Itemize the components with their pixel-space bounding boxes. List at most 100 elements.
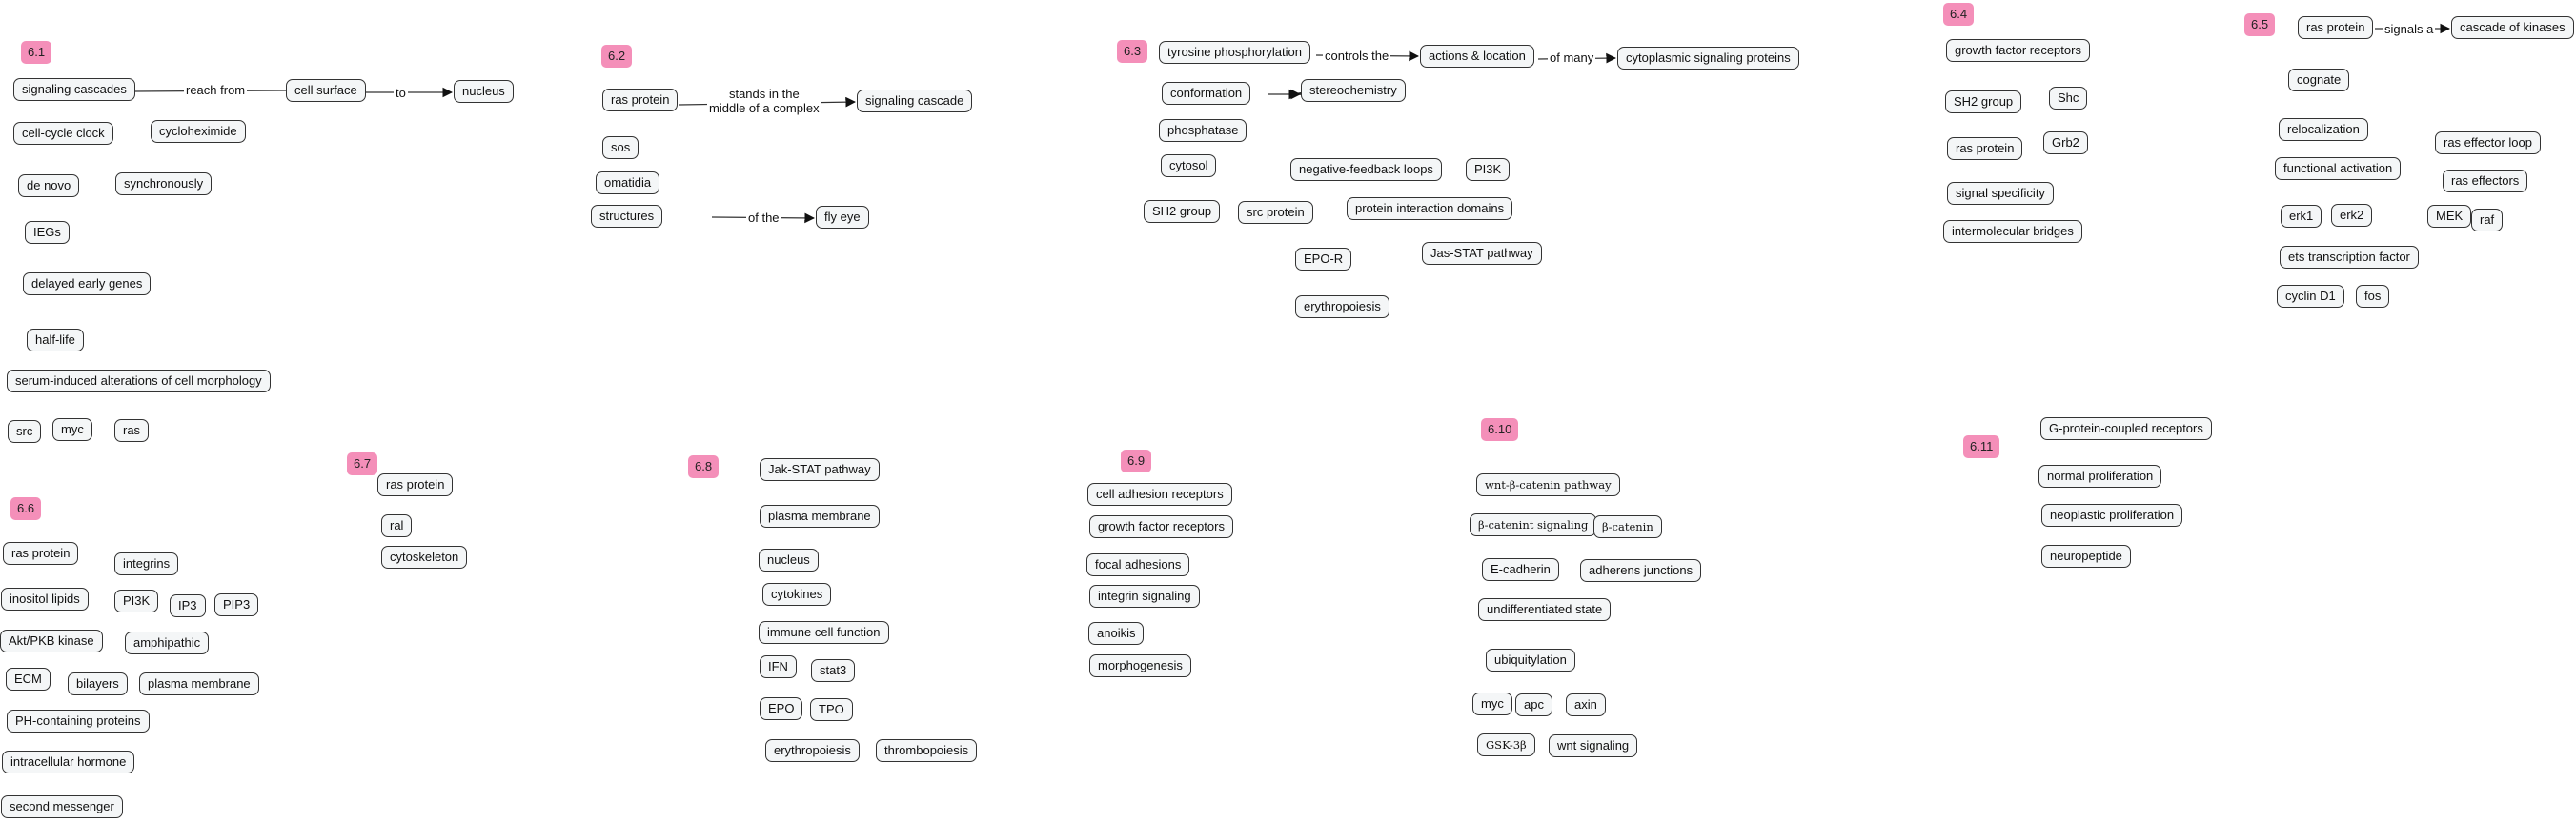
node-anoikis[interactable]: anoikis [1088, 622, 1145, 645]
node-cytoplasmic-signaling-proteins[interactable]: cytoplasmic signaling proteins [1617, 47, 1799, 70]
node-ras-protein[interactable]: ras protein [602, 89, 679, 111]
node-cell-surface[interactable]: cell surface [286, 79, 366, 102]
node-erk1[interactable]: erk1 [2281, 205, 2322, 228]
node-thrombopoiesis[interactable]: thrombopoiesis [876, 739, 978, 762]
node-functional-activation[interactable]: functional activation [2275, 157, 2402, 180]
node-raf[interactable]: raf [2471, 209, 2504, 231]
node-ral[interactable]: ral [381, 514, 413, 537]
node-intermolecular-bridges[interactable]: intermolecular bridges [1943, 220, 2082, 243]
node-mek[interactable]: MEK [2427, 205, 2472, 228]
node-cytokines[interactable]: cytokines [762, 583, 832, 606]
node-bilayers[interactable]: bilayers [68, 672, 128, 695]
node-erk2[interactable]: erk2 [2331, 204, 2373, 227]
node-conformation[interactable]: conformation [1162, 82, 1251, 105]
node-cell-adhesion-receptors[interactable]: cell adhesion receptors [1087, 483, 1232, 506]
node-cytosol[interactable]: cytosol [1161, 154, 1217, 177]
node-src[interactable]: src [8, 420, 42, 443]
node-pip3[interactable]: PIP3 [214, 593, 259, 616]
node-morphogenesis[interactable]: morphogenesis [1089, 654, 1191, 677]
node-ras[interactable]: ras [114, 419, 150, 442]
node-cyclin-d1[interactable]: cyclin D1 [2277, 285, 2344, 308]
node-growth-factor-receptors-69[interactable]: growth factor receptors [1089, 515, 1233, 538]
node-delayed-early-genes[interactable]: delayed early genes [23, 272, 152, 295]
node-fos[interactable]: fos [2356, 285, 2390, 308]
node-intracellular-hormone[interactable]: intracellular hormone [2, 751, 135, 773]
node-tyrosine-phosphorylation[interactable]: tyrosine phosphorylation [1159, 41, 1310, 64]
node-wnt-b-catenin-pathway[interactable]: wnt-β-catenin pathway [1476, 473, 1620, 496]
node-apc[interactable]: apc [1515, 693, 1552, 716]
node-signaling-cascade[interactable]: signaling cascade [857, 90, 973, 112]
node-serum-induced[interactable]: serum-induced alterations of cell morpho… [7, 370, 271, 392]
node-b-catenin[interactable]: β-catenin [1593, 515, 1662, 538]
node-sos[interactable]: sos [602, 136, 639, 159]
node-signal-specificity[interactable]: signal specificity [1947, 182, 2054, 205]
node-stat3[interactable]: stat3 [811, 659, 856, 682]
node-ifn[interactable]: IFN [760, 655, 797, 678]
node-phosphatase[interactable]: phosphatase [1159, 119, 1247, 142]
node-jas-stat-pathway[interactable]: Jas-STAT pathway [1422, 242, 1542, 265]
node-cytoskeleton[interactable]: cytoskeleton [381, 546, 468, 569]
node-actions-location[interactable]: actions & location [1420, 45, 1534, 68]
node-adherens-junctions[interactable]: adherens junctions [1580, 559, 1702, 582]
node-cell-cycle-clock[interactable]: cell-cycle clock [13, 122, 113, 145]
node-myc-610[interactable]: myc [1472, 693, 1512, 715]
node-focal-adhesions[interactable]: focal adhesions [1086, 553, 1190, 576]
node-akt-pkb-kinase[interactable]: Akt/PKB kinase [0, 630, 103, 652]
node-ip3[interactable]: IP3 [170, 594, 206, 617]
node-iegs[interactable]: IEGs [25, 221, 70, 244]
node-integrins[interactable]: integrins [114, 552, 179, 575]
node-immune-cell-function[interactable]: immune cell function [759, 621, 889, 644]
node-protein-interaction-domains[interactable]: protein interaction domains [1347, 197, 1513, 220]
node-src-protein[interactable]: src protein [1238, 201, 1313, 224]
node-nucleus-68[interactable]: nucleus [759, 549, 819, 572]
node-pi3k[interactable]: PI3K [1466, 158, 1511, 181]
node-sh2-group-64[interactable]: SH2 group [1945, 90, 2022, 113]
node-wnt-signaling[interactable]: wnt signaling [1549, 734, 1638, 757]
node-nucleus[interactable]: nucleus [454, 80, 514, 103]
node-neuropeptide[interactable]: neuropeptide [2041, 545, 2131, 568]
node-synchronously[interactable]: synchronously [115, 172, 213, 195]
node-structures[interactable]: structures [591, 205, 663, 228]
node-ras-protein-66[interactable]: ras protein [3, 542, 79, 565]
node-shc[interactable]: Shc [2049, 87, 2088, 110]
node-inositol-lipids[interactable]: inositol lipids [1, 588, 89, 611]
node-epo-r[interactable]: EPO-R [1295, 248, 1352, 271]
node-growth-factor-receptors-64[interactable]: growth factor receptors [1946, 39, 2090, 62]
node-sh2-group[interactable]: SH2 group [1144, 200, 1221, 223]
node-de-novo[interactable]: de novo [18, 174, 80, 197]
node-grb2[interactable]: Grb2 [2043, 131, 2088, 154]
node-stereochemistry[interactable]: stereochemistry [1301, 79, 1406, 102]
node-gsk-3b[interactable]: GSK-3β [1477, 733, 1535, 756]
node-erythropoiesis-63[interactable]: erythropoiesis [1295, 295, 1389, 318]
node-ecm[interactable]: ECM [6, 668, 51, 691]
node-ras-protein-67[interactable]: ras protein [377, 473, 454, 496]
node-myc[interactable]: myc [52, 418, 92, 441]
node-undifferentiated-state[interactable]: undifferentiated state [1478, 598, 1612, 621]
node-ras-protein-64[interactable]: ras protein [1947, 137, 2023, 160]
node-pi3k-66[interactable]: PI3K [114, 590, 159, 612]
node-negative-feedback-loops[interactable]: negative-feedback loops [1290, 158, 1442, 181]
node-normal-proliferation[interactable]: normal proliferation [2038, 465, 2162, 488]
node-cycloheximide[interactable]: cycloheximide [151, 120, 246, 143]
node-ras-protein-65[interactable]: ras protein [2298, 16, 2374, 39]
node-amphipathic[interactable]: amphipathic [125, 632, 210, 654]
node-plasma-membrane-66[interactable]: plasma membrane [139, 672, 259, 695]
node-epo[interactable]: EPO [760, 697, 803, 720]
node-plasma-membrane-68[interactable]: plasma membrane [760, 505, 880, 528]
node-cascade-of-kinases[interactable]: cascade of kinases [2451, 16, 2574, 39]
node-cognate[interactable]: cognate [2288, 69, 2350, 91]
node-signaling-cascades[interactable]: signaling cascades [13, 78, 135, 101]
node-e-cadherin[interactable]: E-cadherin [1482, 558, 1559, 581]
node-neoplastic-proliferation[interactable]: neoplastic proliferation [2041, 504, 2183, 527]
node-jak-stat-pathway[interactable]: Jak-STAT pathway [760, 458, 880, 481]
node-second-messenger[interactable]: second messenger [1, 795, 123, 818]
node-ras-effector-loop[interactable]: ras effector loop [2435, 131, 2541, 154]
node-erythropoiesis-68[interactable]: erythropoiesis [765, 739, 860, 762]
node-fly-eye[interactable]: fly eye [816, 206, 869, 229]
node-omatidia[interactable]: omatidia [596, 171, 660, 194]
node-axin[interactable]: axin [1566, 693, 1606, 716]
node-ubiquitylation[interactable]: ubiquitylation [1486, 649, 1575, 672]
node-ras-effectors[interactable]: ras effectors [2443, 170, 2528, 192]
node-ets-transcription-factor[interactable]: ets transcription factor [2280, 246, 2419, 269]
node-relocalization[interactable]: relocalization [2279, 118, 2368, 141]
